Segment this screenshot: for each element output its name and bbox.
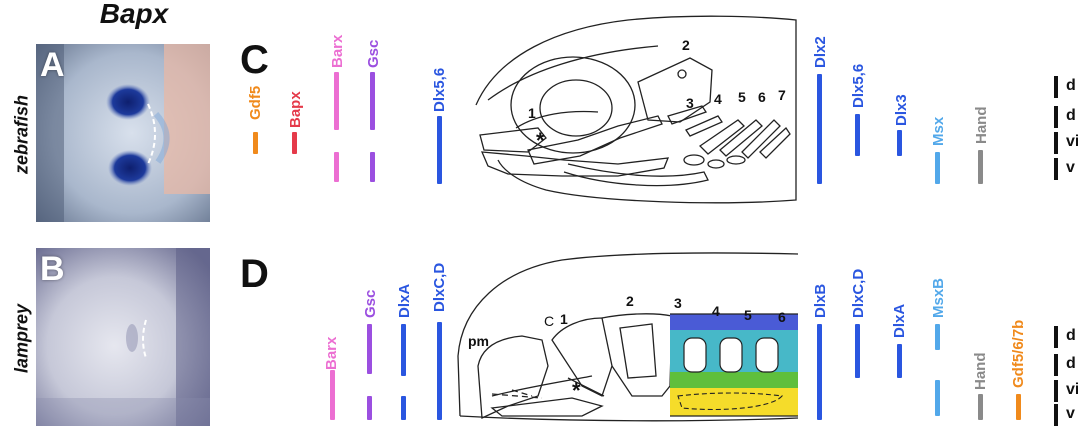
d-bar-msxb-dorsal [935,324,940,350]
c-bar-msx [935,152,940,184]
d-gene-msxb: MsxB [930,278,947,318]
lamprey-head-diagram: pm C 1 2 3 4 5 6 * [452,246,800,428]
d-bar-msxb-ventral [935,380,940,416]
d-bar-dlxb [817,324,822,420]
c-gene-gdf5: Gdf5 [247,86,264,120]
d-bar-gdf567b [1016,394,1021,420]
c-gene-hand: Hand [973,107,990,145]
d-arch-1: 1 [560,311,568,327]
c-row-label-2: d [1054,106,1076,128]
c-gene-dlx2: Dlx2 [812,36,829,68]
d-c-label: C [544,313,554,329]
c-asterisk: * [536,128,545,153]
d-bar-dlxa-right [897,344,902,378]
d-row-label-3: vi [1054,380,1078,402]
d-gene-dlxa-right: DlxA [891,304,908,338]
c-bar-bapx [292,132,297,154]
c-gene-bapx: Bapx [287,91,304,128]
d-row-label-4: v [1054,404,1075,426]
d-bar-dlxcd-left [437,322,442,420]
c-gene-dlx56-right: Dlx5,6 [850,64,867,108]
c-bar-dlx56-left [437,116,442,184]
c-gene-msx: Msx [930,117,947,146]
c-gene-barx: Barx [329,35,346,68]
c-bar-gsc-dorsal [370,72,375,130]
d-gene-dlxcd-right: DlxC,D [850,269,867,318]
c-arch-6: 6 [758,89,766,105]
d-gene-hand: Hand [972,353,989,391]
d-gene-dlxb: DlxB [812,284,829,318]
d-bar-barx-ventral [330,370,335,420]
c-bar-gsc-ventral [370,152,375,182]
c-gene-gsc: Gsc [365,40,382,68]
panel-c-letter: C [240,38,269,83]
d-gene-dlxcd-left: DlxC,D [431,263,448,312]
zebrafish-head-diagram: 1 2 3 4 5 6 7 * [468,10,798,210]
d-bar-dlxa-left-ventral [401,396,406,420]
d-bar-gsc-ventral [367,396,372,420]
c-bar-hand [978,150,983,184]
c-arch-5: 5 [738,89,746,105]
c-bar-barx-ventral [334,152,339,182]
c-gene-dlx56-left: Dlx5,6 [431,68,448,112]
d-row-label-2: d [1054,354,1076,376]
d-arch-3: 3 [674,295,682,311]
c-bar-dlx2 [817,74,822,184]
panel-b-letter: B [40,250,65,289]
d-gene-dlxa-left: DlxA [396,284,413,318]
panel-a-letter: A [40,46,65,85]
d-asterisk: * [572,378,581,403]
c-row-label-4: v [1054,158,1075,180]
d-arch-6: 6 [778,309,786,325]
c-arch-1: 1 [528,105,536,121]
c-arch-2: 2 [682,37,690,53]
panel-d-letter: D [240,252,269,297]
c-arch-4: 4 [714,91,722,107]
figure-title-bapx: Bapx [84,0,184,30]
d-gene-gsc: Gsc [362,290,379,318]
d-arch-5: 5 [744,307,752,323]
lamprey-label: lamprey [12,294,33,384]
c-arch-7: 7 [778,87,786,103]
d-bar-dlxcd-right [855,324,860,378]
d-bar-dlxa-left-dorsal [401,324,406,376]
c-bar-gdf5 [253,132,258,154]
d-arch-2: 2 [626,293,634,309]
d-bar-gsc-dorsal [367,324,372,374]
d-row-label-1: d [1054,326,1076,348]
c-bar-dlx56-right [855,114,860,156]
c-arch-3: 3 [686,95,694,111]
c-bar-dlx3 [897,130,902,156]
d-arch-4: 4 [712,303,720,319]
c-bar-barx-dorsal [334,72,339,130]
zebrafish-label: zebrafish [12,90,33,180]
d-gene-gdf567b: Gdf5/6/7b [1010,320,1027,388]
d-bar-hand [978,394,983,420]
c-gene-dlx3: Dlx3 [893,94,910,126]
c-row-label-1: d [1054,76,1076,98]
d-gene-barx: Barx [323,337,340,370]
c-row-label-3: vi [1054,132,1078,154]
d-pm-label: pm [468,333,489,349]
